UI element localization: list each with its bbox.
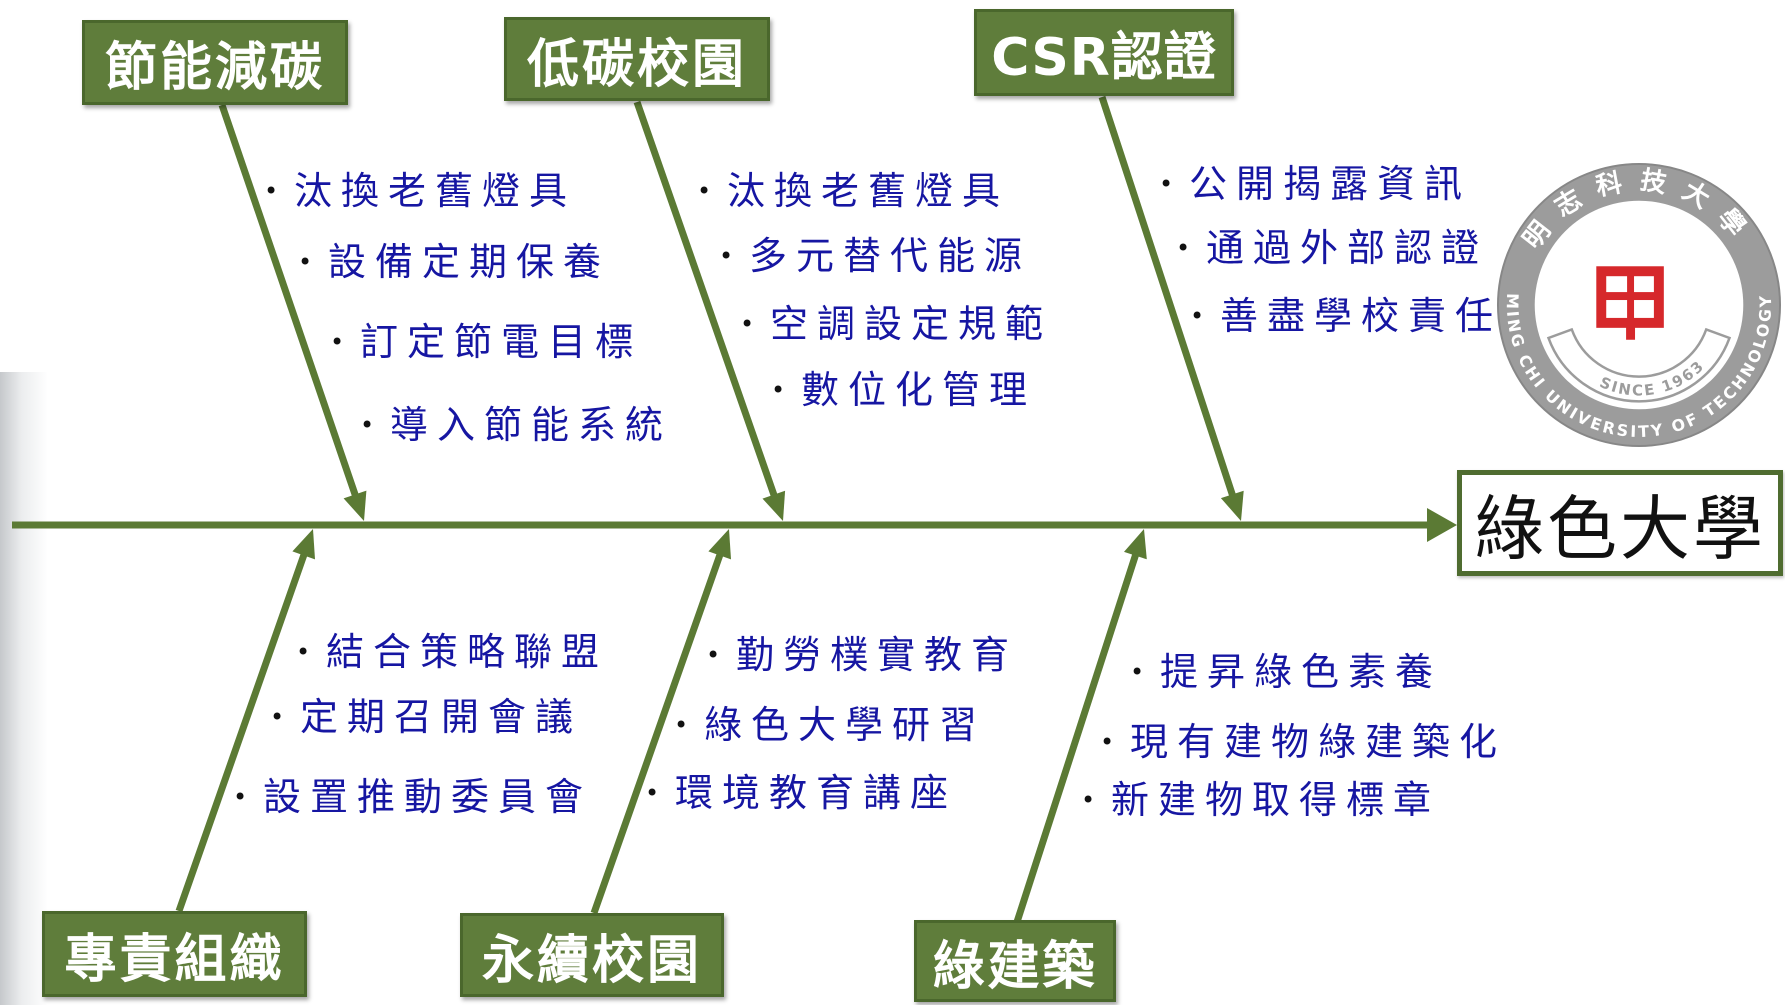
energy-saving-item: 訂定節電目標 — [330, 318, 642, 366]
category-dedicated-organization: 專責組織 — [42, 911, 307, 997]
csr-certification-item: 善盡學校責任 — [1190, 292, 1502, 340]
energy-saving-item: 設備定期保養 — [298, 238, 610, 286]
green-building-item: 現有建物綠建築化 — [1100, 718, 1506, 766]
dedicated-organization-item: 定期召開會議 — [270, 693, 582, 741]
low-carbon-campus-item: 多元替代能源 — [719, 232, 1031, 280]
bone-arrowhead-dedicated-organization — [292, 529, 315, 560]
bone-arrowhead-energy-saving — [343, 490, 367, 521]
low-carbon-campus-item: 數位化管理 — [771, 366, 1036, 414]
bone-line-csr-certification — [1098, 95, 1237, 499]
category-energy-saving: 節能減碳 — [82, 20, 348, 105]
sustainable-campus-item: 綠色大學研習 — [674, 701, 986, 749]
bone-arrowhead-green-building — [1124, 529, 1147, 560]
category-csr-certification: CSR認證 — [974, 9, 1234, 96]
low-carbon-campus-item: 空調設定規範 — [740, 300, 1052, 348]
background-photo-fade — [0, 372, 48, 1005]
bone-arrowhead-low-carbon-campus — [762, 490, 786, 521]
logo-emblem — [1596, 266, 1664, 340]
bone-line-energy-saving — [218, 103, 360, 499]
bone-arrowhead-sustainable-campus — [708, 529, 731, 560]
category-sustainable-campus: 永續校園 — [460, 913, 724, 997]
logo-inner-band — [1546, 327, 1732, 403]
bone-line-sustainable-campus — [590, 551, 725, 915]
energy-saving-item: 導入節能系統 — [360, 401, 672, 449]
bone-line-dedicated-organization — [175, 551, 309, 913]
bone-line-low-carbon-campus — [633, 100, 779, 499]
green-building-item: 新建物取得標章 — [1081, 776, 1440, 824]
sustainable-campus-item: 勤勞樸實教育 — [706, 631, 1018, 679]
dedicated-organization-item: 設置推動委員會 — [233, 773, 592, 821]
head-green-university: 綠色大學 — [1457, 470, 1783, 576]
csr-certification-item: 公開揭露資訊 — [1159, 160, 1471, 208]
dedicated-organization-item: 結合策略聯盟 — [296, 628, 608, 676]
category-low-carbon-campus: 低碳校園 — [504, 17, 770, 101]
spine-arrowhead — [1427, 508, 1457, 542]
energy-saving-item: 汰換老舊燈具 — [264, 167, 576, 215]
sustainable-campus-item: 環境教育講座 — [645, 769, 957, 817]
csr-certification-item: 通過外部認證 — [1176, 224, 1488, 272]
green-building-item: 提昇綠色素養 — [1130, 648, 1442, 696]
low-carbon-campus-item: 汰換老舊燈具 — [697, 167, 1009, 215]
category-green-building: 綠建築 — [914, 920, 1116, 1002]
bone-arrowhead-csr-certification — [1220, 490, 1244, 521]
bone-line-green-building — [1013, 551, 1140, 924]
university-logo: 明志科技大學 MING CHI UNIVERSITY OF TECHNOLOGY… — [1496, 162, 1782, 448]
